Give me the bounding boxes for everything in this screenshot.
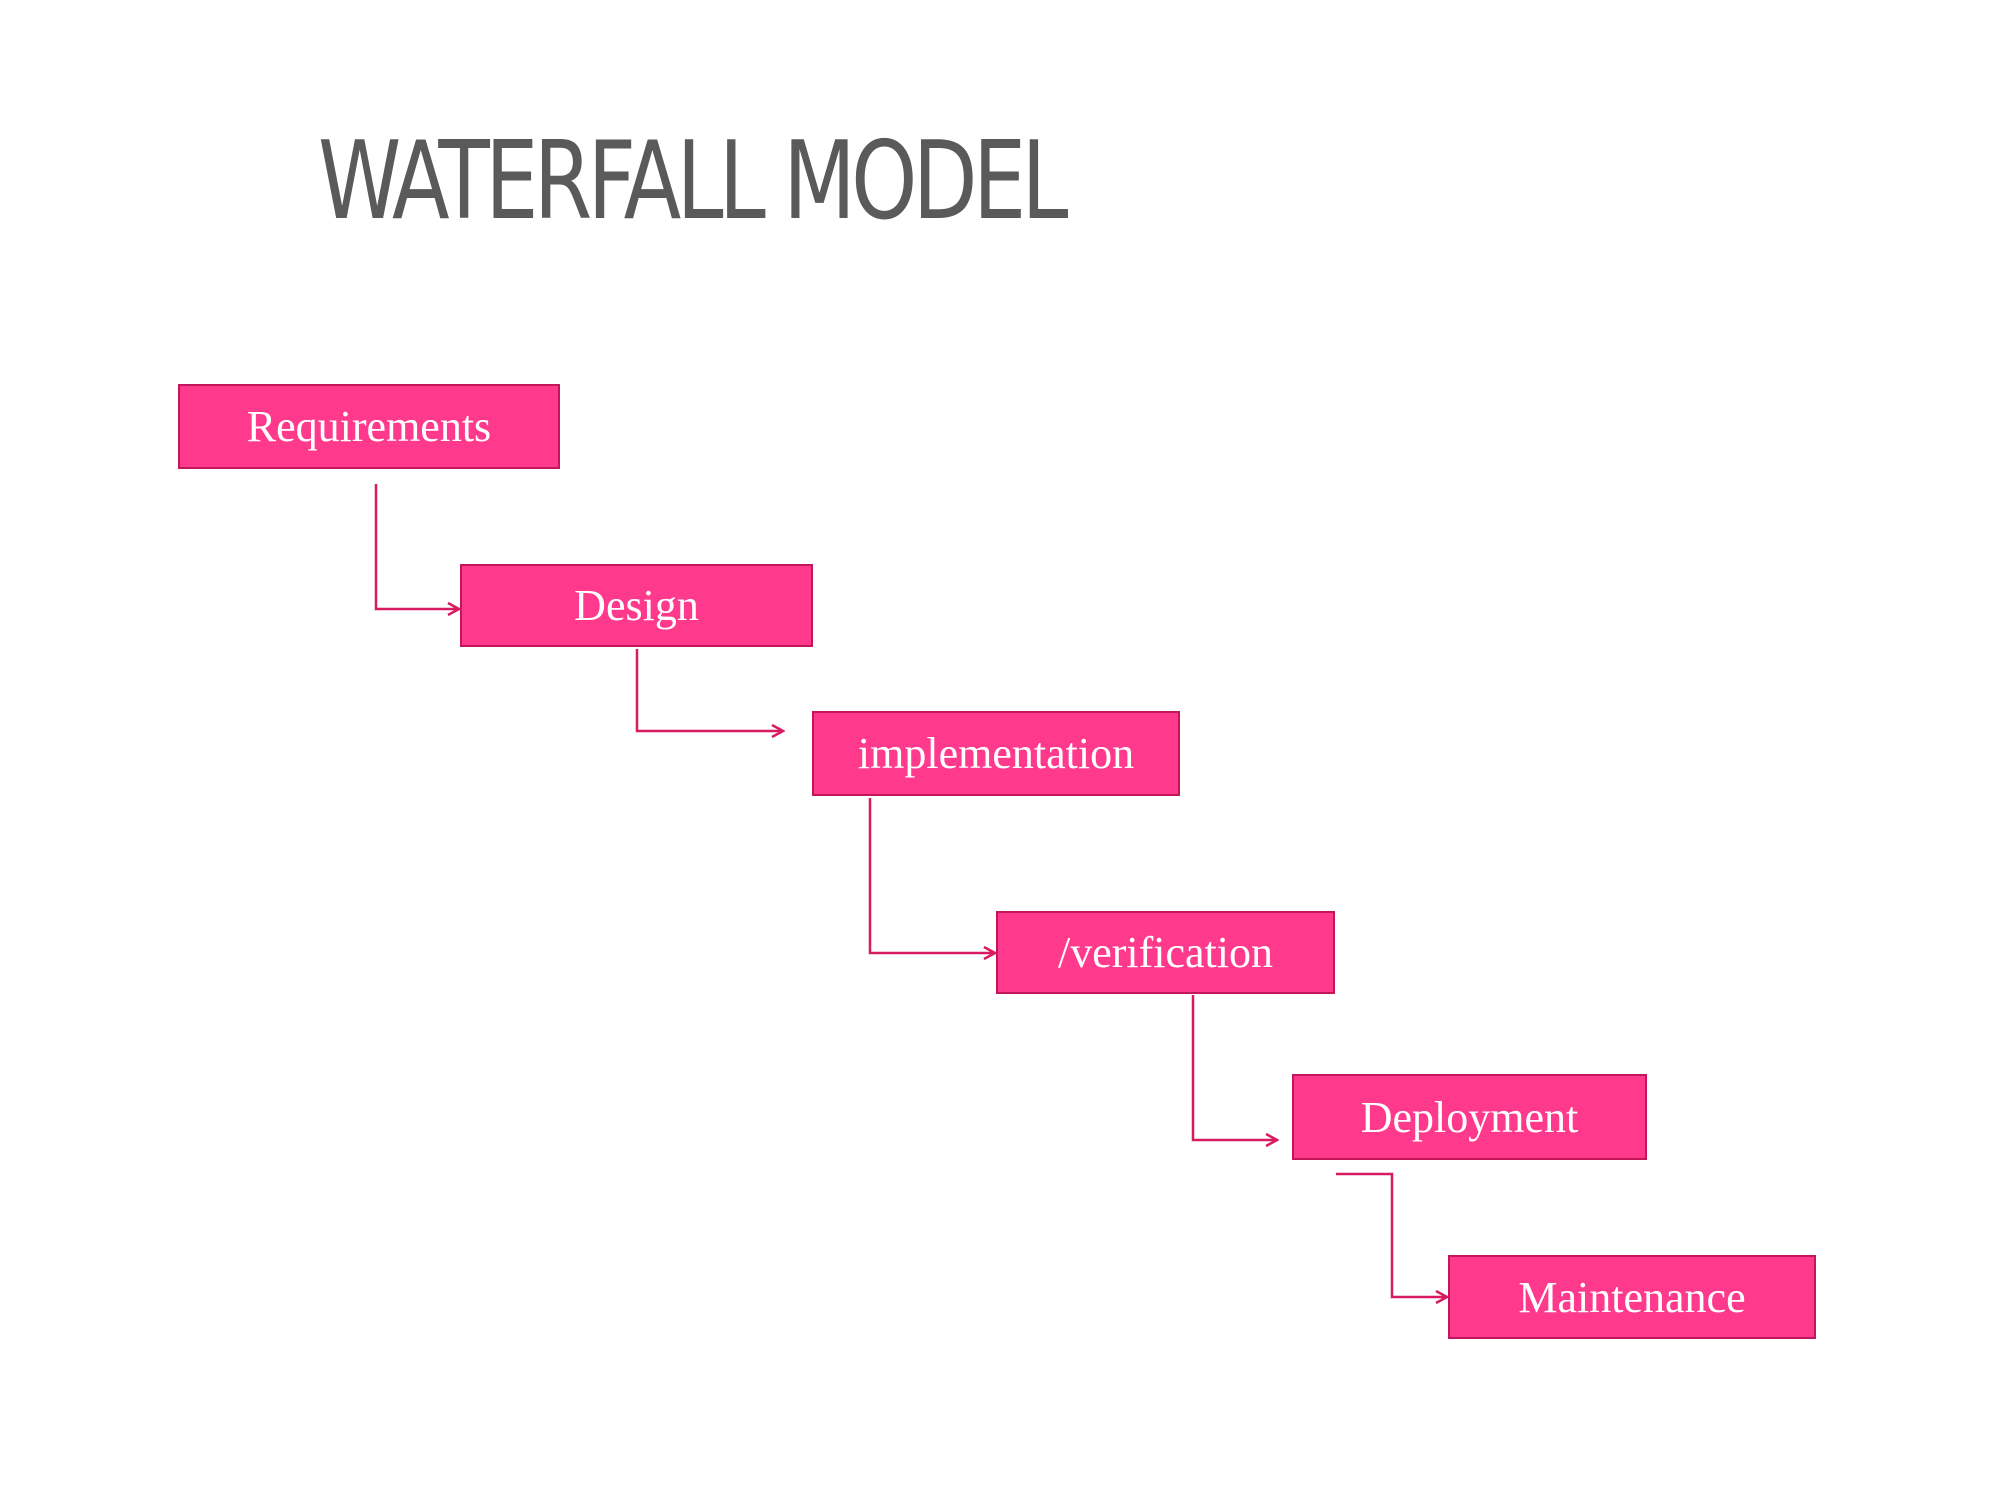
stage-verification: /verification [996, 911, 1335, 994]
stage-label: implementation [857, 729, 1135, 778]
stage-label: /verification [1057, 928, 1273, 977]
stage-deployment: Deployment [1292, 1074, 1647, 1160]
stage-label: Requirements [246, 402, 492, 451]
stage-implementation: implementation [812, 711, 1180, 796]
connector-deployment-to-maintenance [1336, 1172, 1447, 1297]
connector-requirements-to-design [374, 484, 459, 609]
connector-design-to-implementation [635, 649, 783, 731]
stage-maintenance: Maintenance [1448, 1255, 1816, 1339]
stage-design: Design [460, 564, 813, 647]
stage-label: Maintenance [1518, 1272, 1746, 1322]
stage-label: Deployment [1360, 1092, 1579, 1142]
slide-title: WATERFALL MODEL [318, 119, 1068, 244]
connector-verification-to-deployment [1191, 995, 1277, 1140]
stage-label: Design [574, 581, 699, 630]
stage-requirements: Requirements [178, 384, 560, 469]
connector-implementation-to-verification [868, 798, 995, 953]
